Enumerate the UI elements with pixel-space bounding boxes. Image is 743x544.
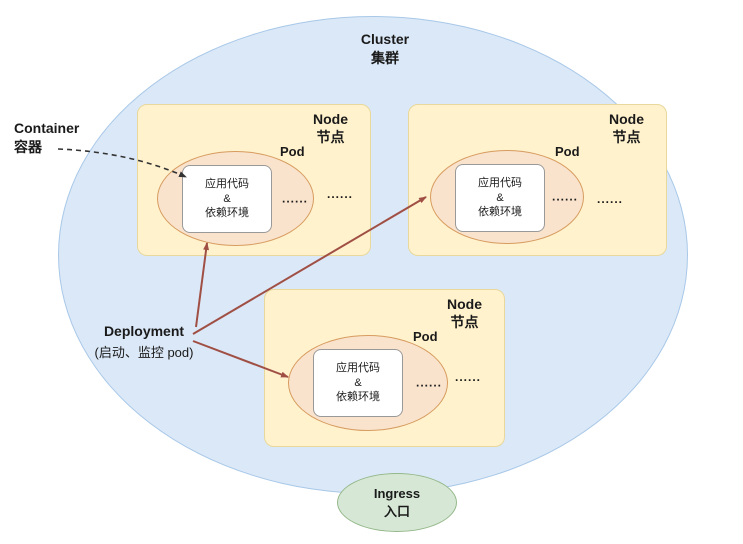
node-3: Node 节点 Pod 应用代码 & 依赖环境 ...... ...... bbox=[264, 289, 505, 447]
deployment-label: Deployment (启动、监控 pod) bbox=[78, 323, 210, 361]
node-1: Node 节点 Pod 应用代码 & 依赖环境 ...... ...... bbox=[137, 104, 371, 256]
node-3-dots-outer: ...... bbox=[455, 370, 482, 384]
node-2-app-code-box: 应用代码 & 依赖环境 bbox=[455, 164, 545, 232]
cluster-label: Cluster 集群 bbox=[335, 30, 435, 68]
deployment-label-main: Deployment bbox=[103, 323, 185, 339]
container-label-en: Container bbox=[14, 120, 80, 136]
app-box-line: & bbox=[354, 376, 362, 389]
node-1-app-code-box: 应用代码 & 依赖环境 bbox=[182, 165, 272, 233]
app-box-line: 依赖环境 bbox=[478, 206, 522, 219]
app-box-line: 应用代码 bbox=[336, 361, 380, 374]
container-label: Container 容器 bbox=[14, 119, 79, 157]
cluster-label-en: Cluster bbox=[360, 31, 410, 47]
node-2-label: Node 节点 bbox=[609, 110, 644, 146]
node-1-label-en: Node bbox=[313, 111, 348, 127]
deployment-label-sub: (启动、监控 pod) bbox=[94, 345, 194, 360]
node-2-label-zh: 节点 bbox=[612, 129, 641, 146]
node-1-pod-ellipse: 应用代码 & 依赖环境 ...... bbox=[157, 151, 314, 246]
node-1-dots-outer: ...... bbox=[327, 187, 354, 201]
node-1-pod-label: Pod bbox=[280, 144, 305, 159]
node-3-pod-label: Pod bbox=[413, 329, 438, 344]
app-box-line: 应用代码 bbox=[205, 177, 249, 190]
node-2-pod-label: Pod bbox=[555, 144, 580, 159]
node-2-pod-ellipse: 应用代码 & 依赖环境 ...... bbox=[430, 150, 584, 244]
node-2-dots-inner: ...... bbox=[551, 189, 578, 204]
node-3-label-zh: 节点 bbox=[450, 314, 479, 331]
node-3-pod-ellipse: 应用代码 & 依赖环境 ...... bbox=[288, 335, 448, 431]
node-3-app-code-box: 应用代码 & 依赖环境 bbox=[313, 349, 403, 417]
app-box-line: 依赖环境 bbox=[336, 391, 380, 404]
node-3-label-en: Node bbox=[447, 296, 482, 312]
app-box-line: 应用代码 bbox=[478, 176, 522, 189]
app-box-line: 依赖环境 bbox=[205, 207, 249, 220]
node-3-dots-inner: ...... bbox=[415, 375, 442, 390]
cluster-label-zh: 集群 bbox=[371, 49, 399, 66]
node-1-label: Node 节点 bbox=[313, 110, 348, 146]
app-box-line: & bbox=[223, 192, 231, 205]
ingress-label-zh: 入口 bbox=[383, 503, 410, 519]
app-box-line: & bbox=[496, 191, 504, 204]
node-3-label: Node 节点 bbox=[447, 295, 482, 331]
ingress-label-en: Ingress bbox=[373, 485, 421, 501]
node-1-dots-inner: ...... bbox=[281, 190, 308, 205]
node-1-label-zh: 节点 bbox=[316, 129, 345, 146]
container-label-zh: 容器 bbox=[14, 138, 42, 155]
node-2: Node 节点 Pod 应用代码 & 依赖环境 ...... ...... bbox=[408, 104, 667, 256]
node-2-dots-outer: ...... bbox=[597, 192, 624, 206]
ingress-ellipse: Ingress 入口 bbox=[337, 473, 457, 532]
node-2-label-en: Node bbox=[609, 111, 644, 127]
